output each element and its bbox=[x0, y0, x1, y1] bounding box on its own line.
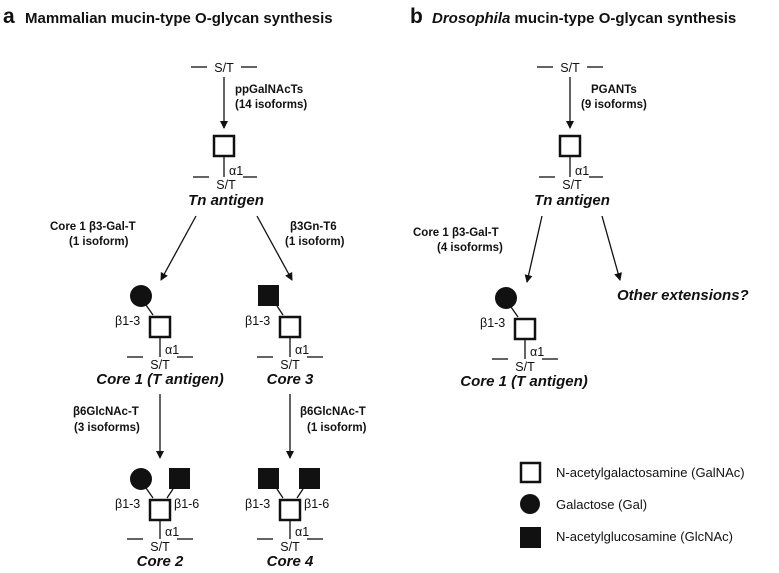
linkage-label: α1 bbox=[165, 525, 179, 539]
core2-name: Core 2 bbox=[137, 553, 184, 570]
legend-label-galnac: N-acetylgalactosamine (GalNAc) bbox=[556, 465, 745, 480]
linkage-label: β1-3 bbox=[115, 314, 140, 328]
enzyme-label: PGANTs bbox=[591, 84, 637, 96]
galnac-square bbox=[513, 317, 537, 341]
enzyme-label: β6GlcNAc-T bbox=[73, 406, 139, 418]
isoform-label: (1 isoform) bbox=[307, 422, 367, 434]
tn-antigen-a: α1 S/T Tn antigen bbox=[188, 134, 264, 209]
panel-b: b Drosophila mucin-type O-glycan synthes… bbox=[410, 5, 749, 548]
linkage-label: β1-3 bbox=[245, 314, 270, 328]
panel-a: a Mammalian mucin-type O-glycan synthesi… bbox=[3, 5, 367, 570]
core3-name: Core 3 bbox=[267, 371, 314, 388]
linkage-label: α1 bbox=[295, 525, 309, 539]
core4-structure: β1-3 β1-6 α1 S/T Core 4 bbox=[245, 468, 329, 570]
core1-structure-a: β1-3 α1 S/T Core 1 (T antigen) bbox=[96, 285, 224, 388]
linkage-label: α1 bbox=[530, 345, 544, 359]
tn-antigen-b: α1 S/T Tn antigen bbox=[534, 134, 610, 209]
linkage-label: α1 bbox=[229, 164, 243, 178]
linkage-label: α1 bbox=[295, 343, 309, 357]
core3-structure: β1-3 α1 S/T Core 3 bbox=[245, 285, 323, 388]
site-label: S/T bbox=[150, 358, 170, 372]
site-label: S/T bbox=[214, 61, 234, 75]
panel-b-title-italic: Drosophila bbox=[432, 10, 510, 27]
core4-name: Core 4 bbox=[267, 553, 314, 570]
arrow-core1-b bbox=[524, 215, 543, 283]
core2-structure: β1-3 β1-6 α1 S/T Core 2 bbox=[115, 468, 199, 570]
legend-label-gal: Galactose (Gal) bbox=[556, 497, 647, 512]
linkage-label: β1-3 bbox=[115, 497, 140, 511]
glcnac-square bbox=[169, 468, 190, 489]
site-top-b: S/T bbox=[537, 61, 603, 75]
legend-label-glcnac: N-acetylglucosamine (GlcNAc) bbox=[556, 529, 733, 544]
enzyme-label: ppGalNAcTs bbox=[235, 84, 303, 96]
linkage-label: β1-3 bbox=[245, 497, 270, 511]
site-label: S/T bbox=[562, 178, 582, 192]
galnac-square bbox=[558, 134, 582, 158]
site-label: S/T bbox=[560, 61, 580, 75]
linkage-label: β1-3 bbox=[480, 316, 505, 330]
legend-item-gal: Galactose (Gal) bbox=[520, 494, 647, 514]
enzyme-label: β3Gn-T6 bbox=[290, 221, 337, 233]
enzyme-label: Core 1 β3-Gal-T bbox=[50, 221, 136, 233]
linkage-label: β1-6 bbox=[304, 497, 329, 511]
gal-circle bbox=[495, 287, 517, 309]
linkage-label: β1-6 bbox=[174, 497, 199, 511]
isoform-label: (9 isoforms) bbox=[581, 99, 647, 111]
arrow-other-extensions bbox=[601, 215, 622, 281]
gal-legend-swatch bbox=[520, 494, 540, 514]
isoform-label: (4 isoforms) bbox=[437, 242, 503, 254]
legend-item-galnac: N-acetylgalactosamine (GalNAc) bbox=[519, 461, 745, 484]
tn-antigen-name: Tn antigen bbox=[188, 192, 264, 209]
galnac-square bbox=[212, 134, 236, 158]
galnac-square bbox=[148, 315, 172, 339]
core1-name: Core 1 (T antigen) bbox=[96, 371, 224, 388]
gal-circle bbox=[130, 285, 152, 307]
legend: N-acetylgalactosamine (GalNAc) Galactose… bbox=[519, 461, 745, 548]
arrow-core1-a bbox=[160, 215, 197, 281]
isoform-label: (3 isoforms) bbox=[74, 422, 140, 434]
isoform-label: (1 isoform) bbox=[285, 236, 345, 248]
glcnac-square bbox=[299, 468, 320, 489]
glcnac-square bbox=[258, 285, 279, 306]
site-label: S/T bbox=[150, 540, 170, 554]
linkage-label: α1 bbox=[165, 343, 179, 357]
tn-antigen-name: Tn antigen bbox=[534, 192, 610, 209]
site-label: S/T bbox=[280, 358, 300, 372]
galnac-legend-swatch bbox=[519, 461, 542, 484]
isoform-label: (1 isoform) bbox=[69, 236, 129, 248]
galnac-square bbox=[278, 498, 302, 522]
linkage-label: α1 bbox=[575, 164, 589, 178]
glcnac-square bbox=[258, 468, 279, 489]
panel-b-letter: b bbox=[410, 5, 423, 28]
legend-item-glcnac: N-acetylglucosamine (GlcNAc) bbox=[520, 527, 733, 548]
enzyme-label: Core 1 β3-Gal-T bbox=[413, 227, 499, 239]
isoform-label: (14 isoforms) bbox=[235, 99, 307, 111]
panel-b-title-rest: mucin-type O-glycan synthesis bbox=[510, 10, 736, 27]
panel-b-title: Drosophila mucin-type O-glycan synthesis bbox=[432, 10, 736, 27]
gal-circle bbox=[130, 468, 152, 490]
galnac-square bbox=[278, 315, 302, 339]
arrow-core3 bbox=[256, 215, 293, 281]
galnac-square bbox=[148, 498, 172, 522]
panel-a-letter: a bbox=[3, 5, 15, 28]
core1-structure-b: β1-3 α1 S/T Core 1 (T antigen) bbox=[460, 287, 588, 390]
site-label: S/T bbox=[515, 360, 535, 374]
enzyme-label: β6GlcNAc-T bbox=[300, 406, 366, 418]
other-extensions-label: Other extensions? bbox=[617, 287, 749, 304]
site-top-a: S/T bbox=[191, 61, 257, 75]
panel-a-title: Mammalian mucin-type O-glycan synthesis bbox=[25, 10, 333, 27]
core1-name: Core 1 (T antigen) bbox=[460, 373, 588, 390]
site-label: S/T bbox=[216, 178, 236, 192]
site-label: S/T bbox=[280, 540, 300, 554]
glcnac-legend-swatch bbox=[520, 527, 541, 548]
